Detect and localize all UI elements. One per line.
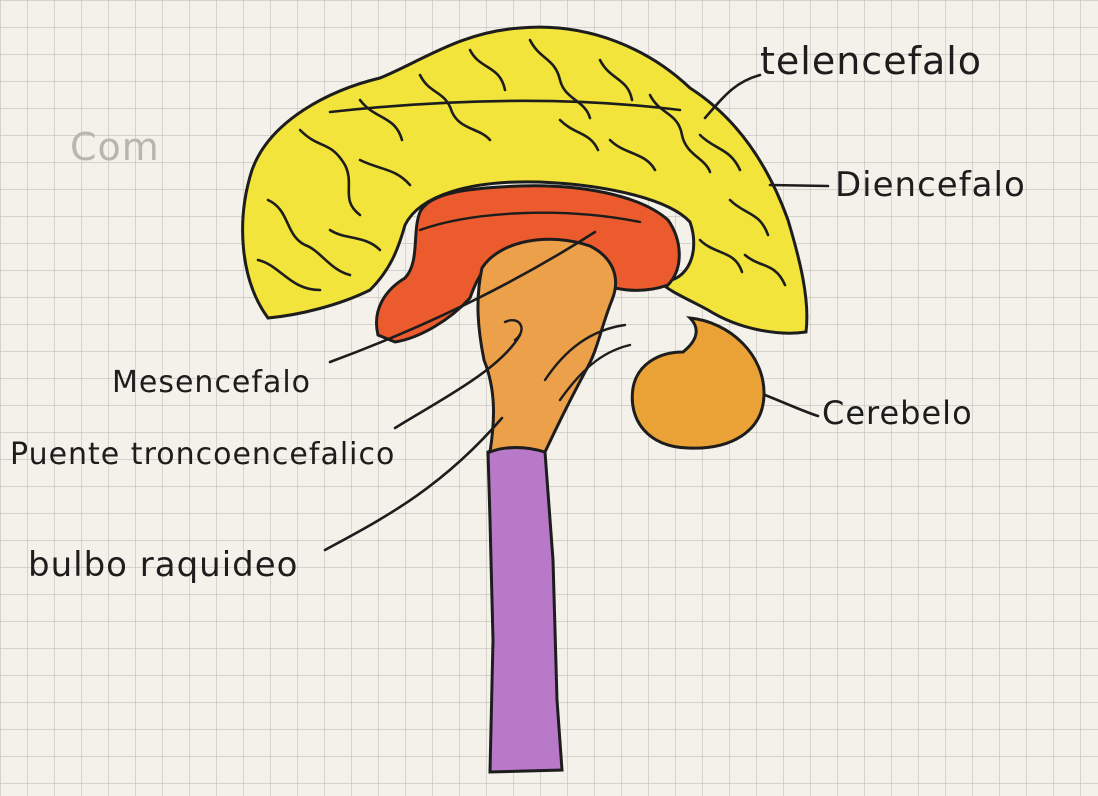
label-bulbo: bulbo raquideo	[28, 545, 298, 585]
diencefalo-leader	[770, 185, 828, 186]
faded-pencil-text: Com	[70, 125, 160, 169]
label-cerebelo: Cerebelo	[822, 394, 973, 432]
label-puente: Puente troncoencefalico	[10, 437, 395, 472]
label-diencefalo: Diencefalo	[835, 165, 1026, 205]
label-telencefalo: telencefalo	[760, 39, 982, 83]
label-mesencefalo: Mesencefalo	[112, 365, 311, 400]
